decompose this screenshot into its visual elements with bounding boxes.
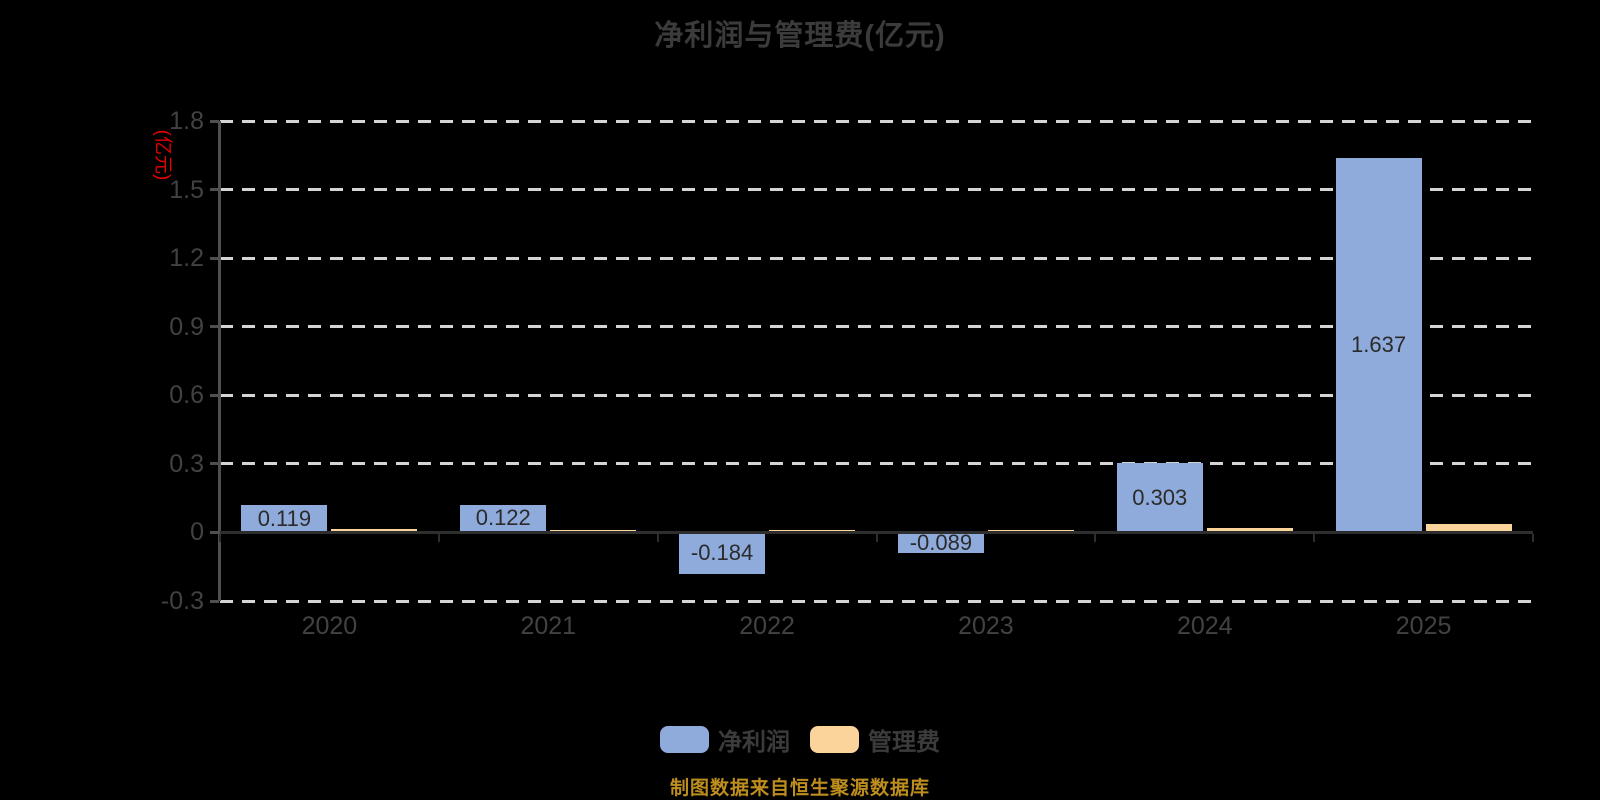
y-axis-tick (210, 462, 219, 466)
h-gridline (220, 393, 1533, 397)
x-axis-tick (219, 533, 221, 542)
y-axis-tick-label: 0 (190, 518, 204, 547)
y-axis-tick (210, 188, 219, 192)
bar-mgmt-fee-2025[interactable] (1425, 524, 1512, 533)
y-axis-line (218, 121, 221, 601)
bar-net-profit-2024[interactable] (1116, 463, 1203, 533)
h-gridline (220, 462, 1533, 466)
x-axis-tick (1532, 533, 1534, 542)
bar-mgmt-fee-2024[interactable] (1206, 528, 1293, 533)
h-gridline (220, 599, 1533, 603)
bar-net-profit-2023[interactable] (897, 532, 984, 553)
h-gridline (220, 256, 1533, 260)
x-axis-tick-label: 2020 (301, 612, 358, 640)
x-axis-tick (875, 533, 878, 542)
y-axis-tick-label: 1.2 (169, 244, 204, 273)
bar-value-label: 0.119 (257, 505, 312, 531)
bar-net-profit-2020[interactable] (241, 505, 328, 533)
h-gridline (220, 119, 1533, 123)
x-axis-line (220, 530, 1533, 534)
y-axis-tick (210, 256, 219, 260)
bar-value-label: 1.637 (1351, 332, 1407, 358)
y-axis-tick-label: 0.9 (169, 312, 204, 341)
y-axis-tick (210, 325, 219, 329)
legend-item-mgmt-fee[interactable]: 管理费 (810, 722, 940, 757)
bar-net-profit-2022[interactable] (679, 532, 766, 575)
y-axis-tick (210, 530, 219, 534)
y-axis-tick-label: -0.3 (160, 587, 204, 615)
y-axis-tick-label: 0.3 (169, 449, 204, 478)
data-source-note: 制图数据来自恒生聚源数据库 (669, 778, 930, 799)
x-axis-tick (1313, 533, 1316, 542)
h-gridline (220, 325, 1533, 329)
x-axis-tick-label: 2025 (1395, 612, 1452, 640)
bar-net-profit-2021[interactable] (460, 504, 547, 533)
x-axis-tick (437, 533, 440, 542)
x-axis-tick-label: 2023 (958, 612, 1014, 640)
legend: 净利润 管理费 (0, 722, 1600, 757)
x-axis-tick (656, 533, 659, 542)
x-axis-tick-label: 2024 (1176, 612, 1233, 640)
legend-swatch-mgmt-fee (810, 726, 859, 753)
x-axis-tick (1094, 533, 1097, 542)
h-gridline (220, 188, 1533, 192)
bar-value-label: 0.122 (475, 505, 531, 531)
x-axis-tick-label: 2022 (739, 612, 795, 640)
y-axis-tick-label: 1.5 (169, 175, 204, 204)
legend-label: 管理费 (868, 729, 940, 756)
y-axis-tick (210, 119, 219, 123)
chart-title: 净利润与管理费(亿元) (654, 20, 946, 52)
legend-swatch-net-profit (660, 726, 709, 753)
y-axis-tick (210, 599, 219, 603)
y-axis-tick (210, 393, 219, 397)
bar-value-label: -0.184 (690, 540, 754, 566)
bar-net-profit-2025[interactable] (1335, 158, 1422, 533)
y-axis-tick-label: 0.6 (169, 381, 204, 410)
y-axis-tick-label: 1.8 (169, 107, 204, 135)
x-axis-tick-label: 2021 (520, 612, 577, 640)
legend-label: 净利润 (718, 729, 790, 756)
legend-item-net-profit[interactable]: 净利润 (660, 722, 790, 757)
bar-value-label: 0.303 (1132, 484, 1188, 510)
